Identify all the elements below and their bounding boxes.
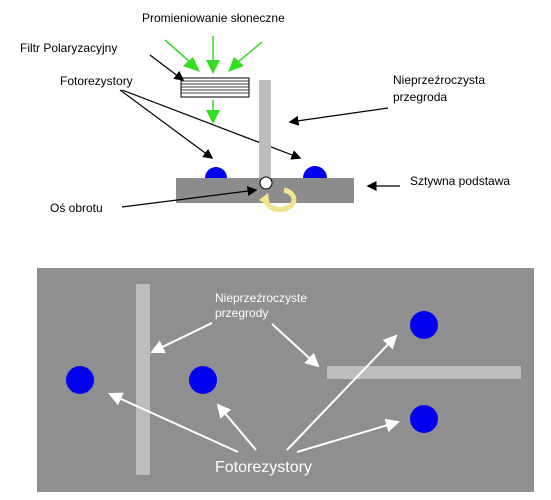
filter-pointer-arrow	[149, 54, 185, 81]
photoresistor-dome-right	[303, 166, 327, 178]
side-view: Promieniowanie słoneczne	[20, 11, 510, 215]
barrier-pointer-arrow-left	[150, 322, 213, 354]
sunlight-arrows	[164, 36, 263, 124]
opaque-barrier-vertical	[136, 284, 150, 475]
photoresistor-arrow-3	[286, 334, 398, 451]
photoresistor-pointer-arrow-right	[121, 89, 302, 160]
barrier-label-line1: Nieprzeźroczysta	[393, 73, 485, 87]
axis-pointer-arrow	[121, 186, 258, 208]
barrier-label-line2: przegroda	[393, 90, 447, 104]
barrier-pointer-arrow	[288, 107, 389, 126]
photoresistor-4	[410, 405, 438, 433]
photoresistors-label-top: Fotorezystory	[60, 74, 133, 88]
sunlight-arrow-center	[206, 36, 220, 74]
photoresistor-pointer-arrow-left	[119, 89, 214, 159]
barriers-label-line1: Nieprzeźroczyste	[215, 291, 307, 305]
polarizing-filter	[180, 77, 250, 98]
sunlight-arrow-below-filter	[206, 100, 220, 124]
photoresistor-dome-left	[205, 167, 227, 178]
rotation-arrow-icon	[259, 187, 297, 213]
polarizing-filter-label: Filtr Polaryzacyjny	[20, 41, 117, 55]
barrier-pointer-arrow-right	[271, 323, 320, 368]
rotation-axis-pivot	[259, 176, 273, 190]
photoresistors-label-bottom: Fotorezystory	[215, 459, 312, 476]
photoresistor-2	[189, 366, 217, 394]
photoresistor-arrow-4	[296, 418, 400, 453]
sunlight-label: Promieniowanie słoneczne	[142, 11, 285, 25]
top-view-background	[37, 268, 534, 492]
opaque-barrier-horizontal	[327, 366, 521, 379]
opaque-barrier-side	[259, 80, 271, 178]
barriers-label-line2: przegrody	[215, 306, 268, 320]
sunlight-arrow-right	[228, 41, 263, 72]
base-label: Sztywna podstawa	[410, 174, 510, 188]
photoresistor-3	[410, 311, 438, 339]
rotation-axis-label: Oś obrotu	[50, 201, 103, 215]
top-view-panel: Nieprzeźroczyste przegrody Fotorezystory	[37, 268, 534, 492]
sunlight-arrow-left	[164, 39, 200, 72]
photoresistor-arrow-1	[108, 392, 239, 453]
photoresistor-1	[66, 366, 94, 394]
photoresistor-arrow-2	[216, 403, 257, 451]
